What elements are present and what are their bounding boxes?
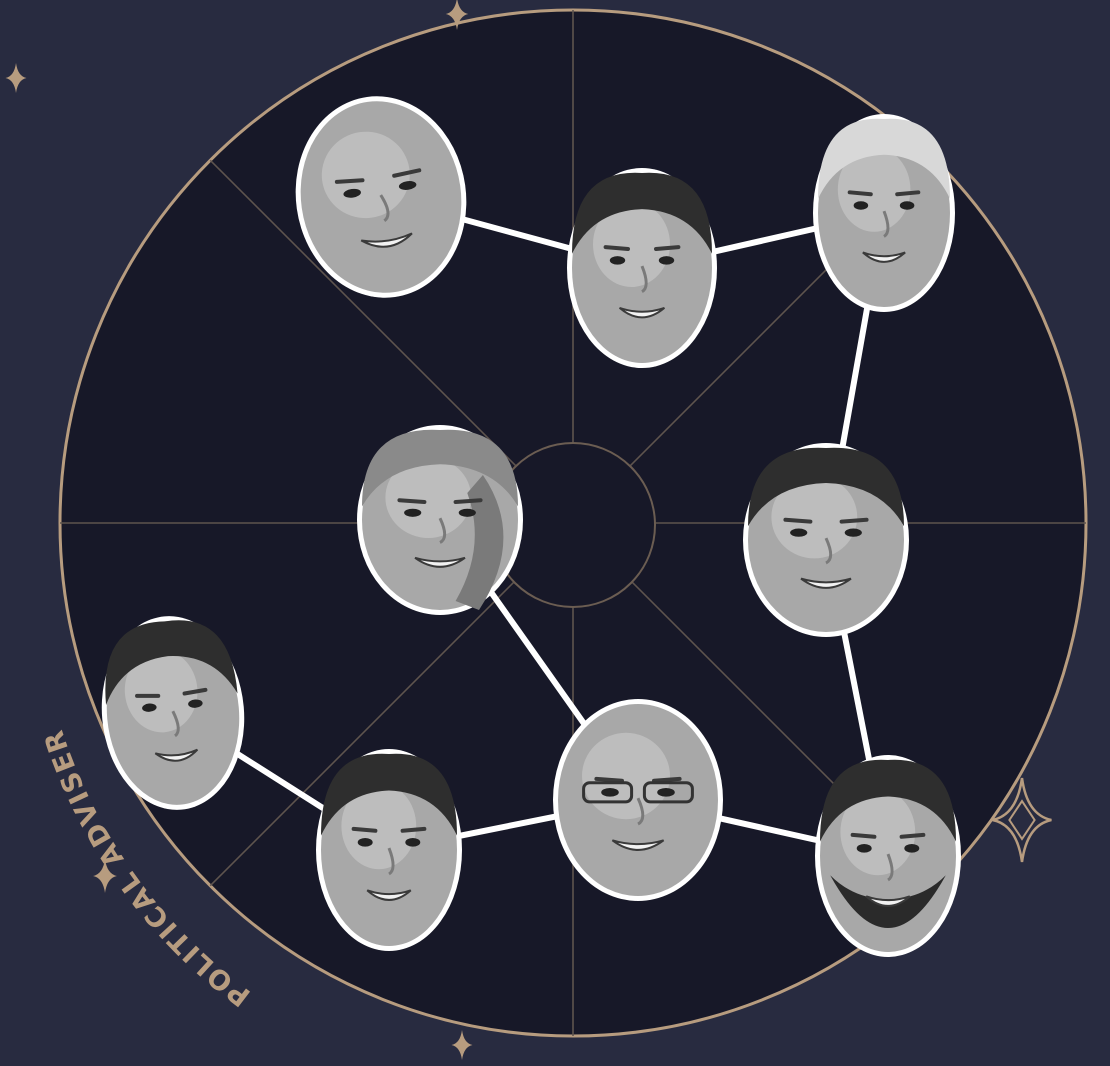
- person-face-dark-hair-suit: [567, 168, 717, 368]
- person-face-bearded-smiling: [815, 755, 961, 957]
- face-eye: [142, 703, 157, 712]
- face-eyebrow: [899, 832, 926, 839]
- face-eye: [404, 508, 422, 517]
- face-eye: [609, 256, 626, 265]
- face-hair: [748, 447, 904, 527]
- face-smile: [862, 251, 906, 263]
- wheel-spoke: [209, 159, 574, 524]
- person-face-bald-smiling: [295, 96, 467, 298]
- face-hair: [321, 753, 457, 836]
- face-eye: [658, 256, 675, 265]
- face-eye: [188, 699, 203, 708]
- glasses-lens: [582, 781, 634, 804]
- face-smile: [865, 895, 911, 907]
- sparkle-icon: [93, 859, 117, 893]
- face-smile: [366, 889, 412, 901]
- wheel-spoke: [209, 522, 574, 887]
- person-face-young-smiling: [101, 616, 245, 810]
- face-smile: [414, 556, 466, 568]
- face-smile: [154, 748, 199, 762]
- ornate-sparkle-icon: [992, 777, 1052, 863]
- face-nose: [882, 210, 890, 238]
- face-highlight: [321, 131, 410, 219]
- face-eyebrow: [182, 687, 208, 696]
- sparkle-icon: [451, 1030, 473, 1060]
- face-nose: [438, 517, 447, 544]
- face-nose: [379, 194, 390, 223]
- person-face-gray-beard-laughing: [813, 114, 955, 312]
- face-eyebrow: [594, 776, 624, 783]
- face-eyebrow: [135, 693, 161, 698]
- face-hair: [818, 118, 950, 199]
- face-eyebrow: [652, 776, 682, 783]
- face-eyebrow: [654, 245, 681, 251]
- face-nose: [171, 710, 180, 738]
- face-eye: [899, 201, 915, 210]
- face-eyebrow: [847, 190, 873, 197]
- face-eye: [343, 188, 361, 198]
- face-highlight: [124, 649, 198, 733]
- face-eye: [844, 528, 862, 537]
- face-eyebrow: [453, 498, 483, 504]
- sparkle-icon: [5, 63, 27, 93]
- face-hair: [105, 620, 238, 706]
- face-eyebrow: [392, 168, 422, 178]
- face-eyebrow: [351, 826, 378, 833]
- face-hair: [820, 759, 956, 842]
- face-highlight: [593, 201, 670, 287]
- face-nose: [636, 797, 645, 826]
- face-nose: [640, 265, 648, 294]
- face-smile: [618, 306, 666, 319]
- face-highlight: [385, 457, 472, 538]
- face-eye: [904, 844, 920, 853]
- person-face-stern-dark-hair: [743, 443, 909, 637]
- face-highlight: [837, 147, 911, 232]
- face-hair: [362, 429, 518, 507]
- face-eye: [853, 201, 869, 210]
- person-face-short-dark-hair: [316, 749, 462, 951]
- face-eyebrow: [839, 517, 869, 524]
- sparkle-icon: [445, 0, 469, 30]
- face-eye: [357, 838, 373, 847]
- person-faces: [101, 96, 961, 957]
- face-eyebrow: [603, 245, 630, 251]
- face-hair: [572, 172, 712, 254]
- face-long-hair: [455, 475, 504, 610]
- face-eye: [657, 788, 675, 797]
- face-eye: [601, 788, 619, 797]
- face-smile: [360, 232, 413, 248]
- face-highlight: [771, 475, 858, 559]
- person-face-bald-glasses: [553, 699, 723, 901]
- face-eye: [856, 844, 872, 853]
- face-smile: [611, 839, 665, 851]
- face-nose: [886, 853, 894, 882]
- face-eye: [405, 838, 421, 847]
- face-eyebrow: [400, 826, 427, 833]
- face-highlight: [341, 782, 417, 870]
- face-eyebrow: [783, 517, 813, 524]
- face-eyebrow: [334, 178, 365, 184]
- face-eye: [398, 181, 417, 190]
- person-face-woman-laughing: [357, 425, 523, 615]
- face-nose: [824, 537, 833, 565]
- face-eyebrow: [397, 498, 427, 504]
- face-eye: [458, 508, 476, 517]
- face-highlight: [582, 732, 670, 820]
- face-highlight: [840, 788, 916, 876]
- face-eyebrow: [895, 190, 921, 197]
- sparkle-decorations: [5, 0, 1052, 1060]
- glasses-lens: [642, 781, 694, 804]
- face-eyebrow: [850, 832, 877, 839]
- face-nose: [387, 847, 395, 876]
- face-eye: [790, 528, 808, 537]
- face-smile: [800, 577, 852, 589]
